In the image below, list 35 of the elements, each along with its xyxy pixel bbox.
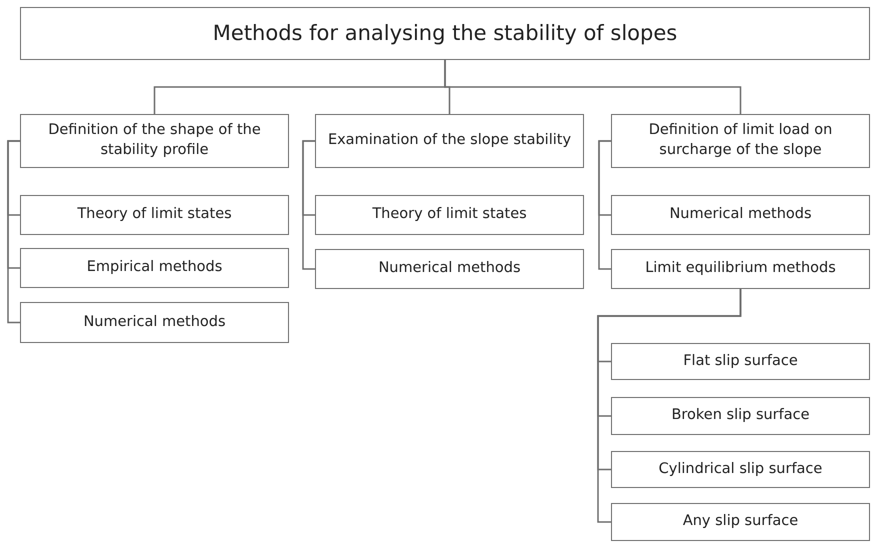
- box-label: Limit equilibrium methods: [645, 259, 836, 278]
- category-box: [20, 195, 289, 235]
- box-label: Any slip surface: [682, 512, 798, 532]
- connector-line: [598, 140, 611, 270]
- connector-line: [7, 140, 20, 324]
- category-box: [611, 343, 870, 380]
- box-label: Definition of limit load on surcharge of the slope: [648, 121, 834, 160]
- connector-line: [302, 140, 315, 270]
- box-label: Methods for analysing the stability of slopes: [212, 20, 678, 48]
- category-box: [611, 195, 870, 235]
- category-box: [20, 248, 289, 288]
- category-box: [20, 114, 289, 168]
- category-box: [20, 302, 289, 343]
- connector-line: [597, 289, 742, 523]
- box-label: Theory of limit states: [372, 205, 527, 224]
- box-label: Empirical methods: [86, 258, 222, 278]
- box-label: Numerical methods: [378, 259, 521, 278]
- box-label: Definition of the shape of the stability profile: [47, 121, 262, 160]
- category-box: [315, 114, 584, 168]
- box-label: Theory of limit states: [77, 205, 232, 224]
- category-box: [611, 451, 870, 488]
- box-label: Examination of the slope stability: [328, 131, 572, 150]
- box-label: Numerical methods: [83, 312, 226, 332]
- connector-line: [444, 60, 742, 114]
- box-label: Cylindrical slip surface: [658, 460, 822, 479]
- category-box: [611, 249, 870, 289]
- category-box: [611, 503, 870, 541]
- title-box: [20, 7, 870, 60]
- box-label: Flat slip surface: [683, 352, 798, 371]
- category-box: [315, 195, 584, 235]
- category-box: [315, 249, 584, 289]
- box-label: Numerical methods: [669, 205, 812, 224]
- category-box: [611, 397, 870, 435]
- box-label: Broken slip surface: [671, 406, 810, 426]
- category-box: [611, 114, 870, 168]
